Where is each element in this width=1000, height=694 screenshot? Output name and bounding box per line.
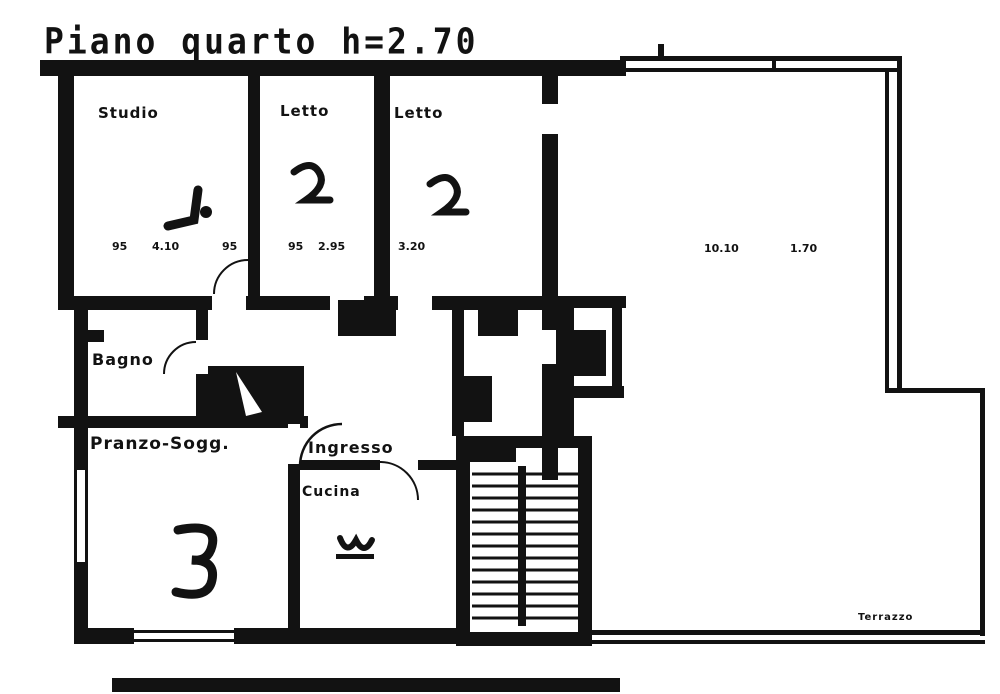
staircase xyxy=(456,436,592,646)
ground-line xyxy=(112,678,620,692)
door-arc xyxy=(213,259,249,295)
dimension-label: 2.95 xyxy=(318,240,346,253)
dimension-label: 4.10 xyxy=(152,240,180,253)
dimension-label: 95 xyxy=(222,240,238,253)
room-label-studio: Studio xyxy=(98,104,159,122)
stair-stringer xyxy=(518,466,526,626)
dimension-label: 1.70 xyxy=(790,242,818,255)
room-label-bagno: Bagno xyxy=(92,350,154,369)
door-arc xyxy=(379,461,419,501)
door-arc xyxy=(163,341,197,375)
door-arc xyxy=(298,422,343,467)
room-label-soggiorno: Pranzo-Sogg. xyxy=(90,434,230,454)
exterior-walls xyxy=(40,60,626,692)
room-label-cucina: Cucina xyxy=(302,484,361,500)
fixtures xyxy=(208,300,606,422)
dimension-label: 3.20 xyxy=(398,240,426,253)
room-label-ingresso: Ingresso xyxy=(308,438,394,457)
dimension-label: 95 xyxy=(112,240,128,253)
desk-chair-icon xyxy=(163,185,203,231)
stove-icon xyxy=(337,533,375,551)
door-arcs xyxy=(163,259,419,501)
windows xyxy=(74,470,234,644)
stove-icon xyxy=(336,554,374,559)
room-label-letto-2: Letto xyxy=(394,104,444,122)
terrace-parapet xyxy=(590,44,985,644)
furniture xyxy=(163,162,470,599)
dimension-label: 10.10 xyxy=(704,242,739,255)
dimension-label: 95 xyxy=(288,240,304,253)
bed-icon xyxy=(426,174,470,216)
interior-walls xyxy=(58,60,626,630)
bed-icon xyxy=(290,162,334,204)
table-icon xyxy=(171,523,218,599)
room-label-terrazzo: Terrazzo xyxy=(858,612,914,623)
room-label-letto-1: Letto xyxy=(280,102,330,120)
desk-chair-icon xyxy=(200,206,212,218)
plan-title: Piano quarto h=2.70 xyxy=(44,20,479,63)
